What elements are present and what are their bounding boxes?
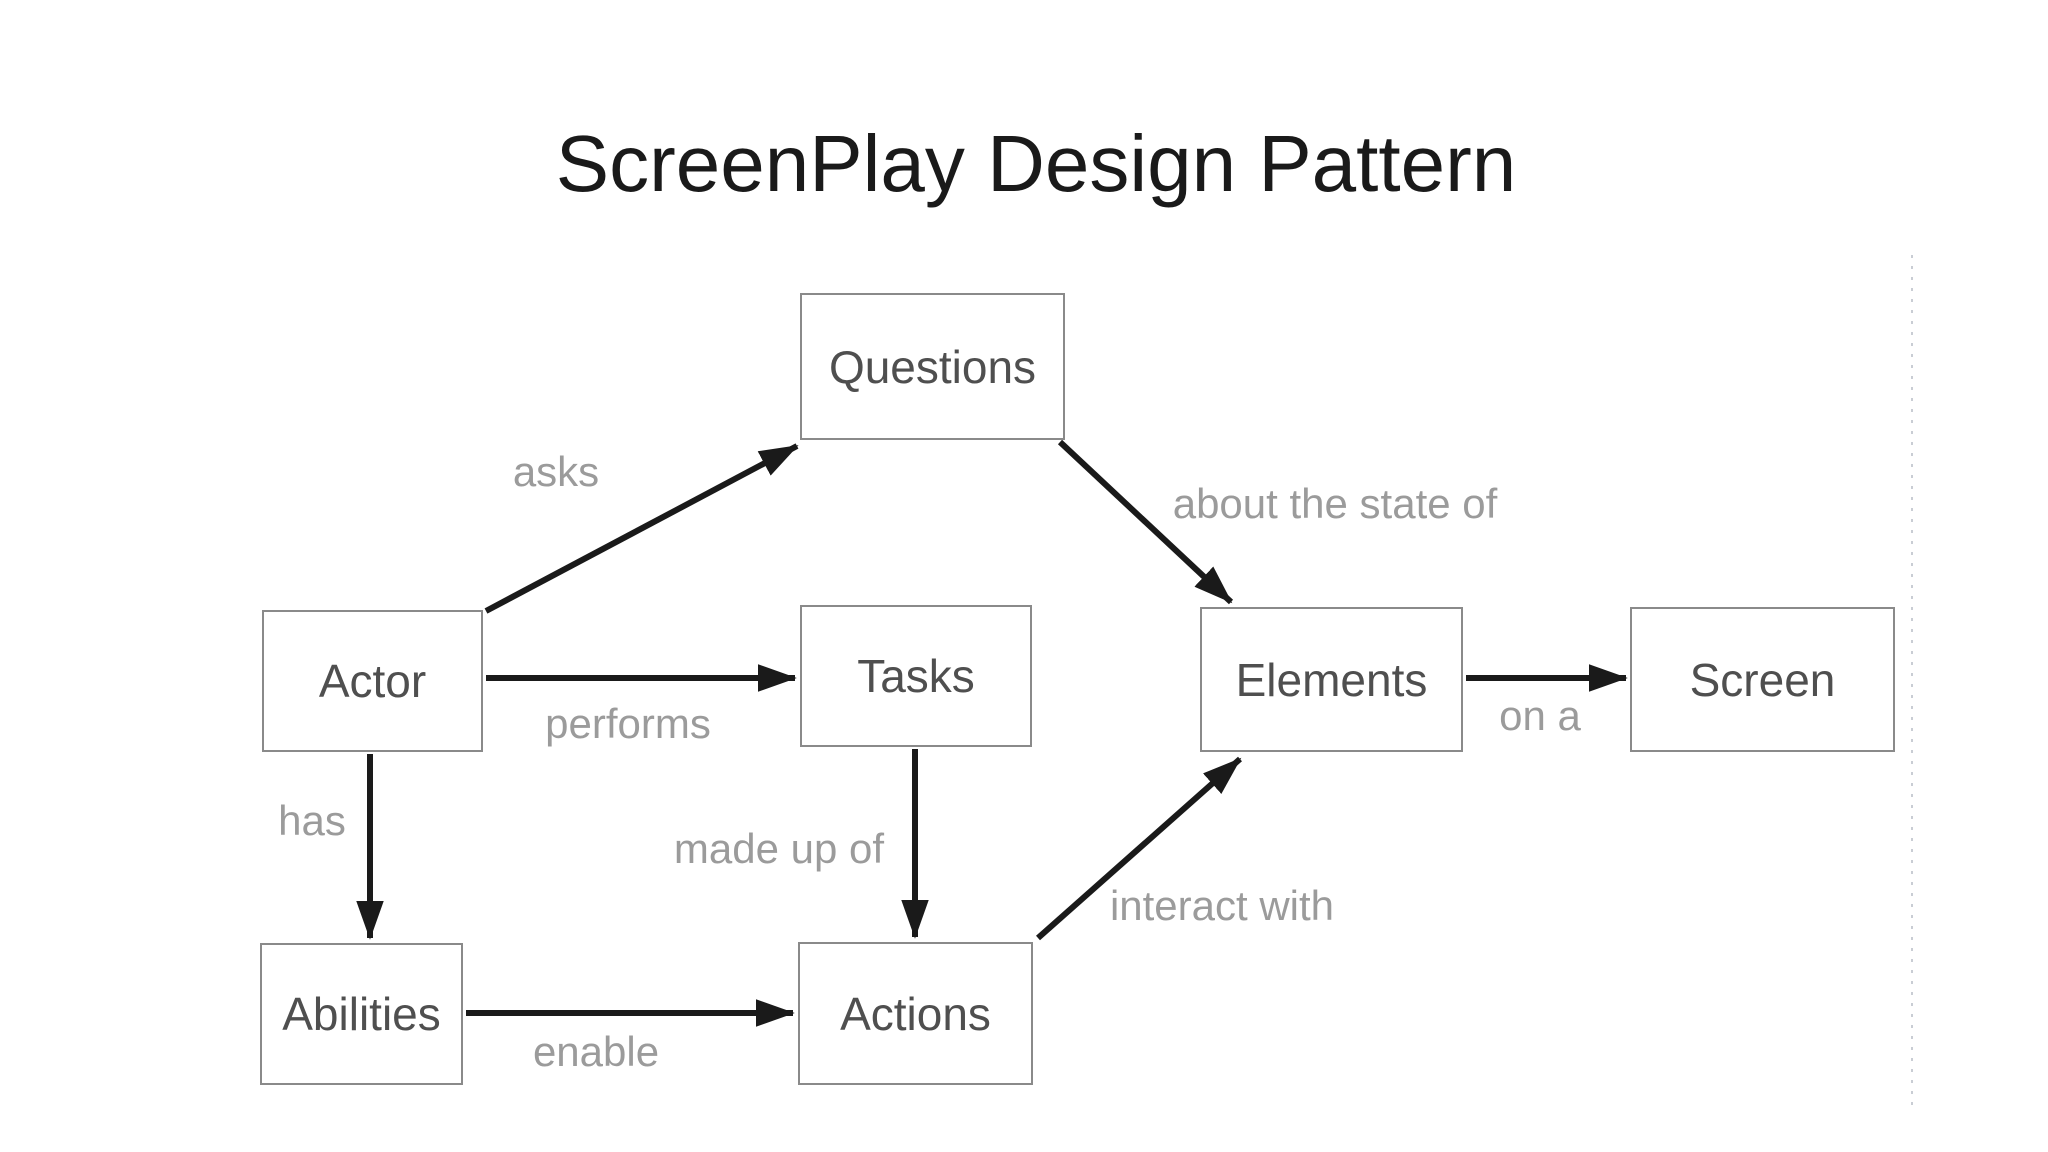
node-actor-label: Actor [318,655,427,707]
node-tasks: Tasks [800,605,1032,747]
node-screen-label: Screen [1689,653,1836,706]
node-actor: Actor [262,610,483,752]
edge-label-about-the-state-of: about the state of [1172,480,1498,527]
edge-label-enable: enable [532,1028,660,1075]
node-abilities-label: Abilities [282,988,441,1040]
node-actions: Actions [798,942,1033,1085]
arrow-actor-questions [484,443,799,614]
node-abilities: Abilities [260,943,463,1085]
edge-label-interact-with: interact with [1109,882,1335,929]
edge-label-performs: performs [545,700,711,747]
node-questions: Questions [800,293,1065,440]
edge-label-made-up-of: made up of [673,825,885,872]
edge-label-has: has [278,797,346,844]
node-elements: Elements [1200,607,1463,752]
node-screen: Screen [1630,607,1895,752]
edge-label-asks: asks [512,448,600,495]
slide-title: ScreenPlay Design Pattern [555,119,1517,208]
node-elements-label: Elements [1235,653,1428,706]
arrow-actions-elements [1036,756,1242,941]
node-questions-label: Questions [828,340,1037,393]
node-actions-label: Actions [840,987,991,1040]
edge-label-on-a: on a [1499,692,1581,739]
node-tasks-label: Tasks [857,650,975,702]
arrow-questions-elements [1057,439,1234,605]
